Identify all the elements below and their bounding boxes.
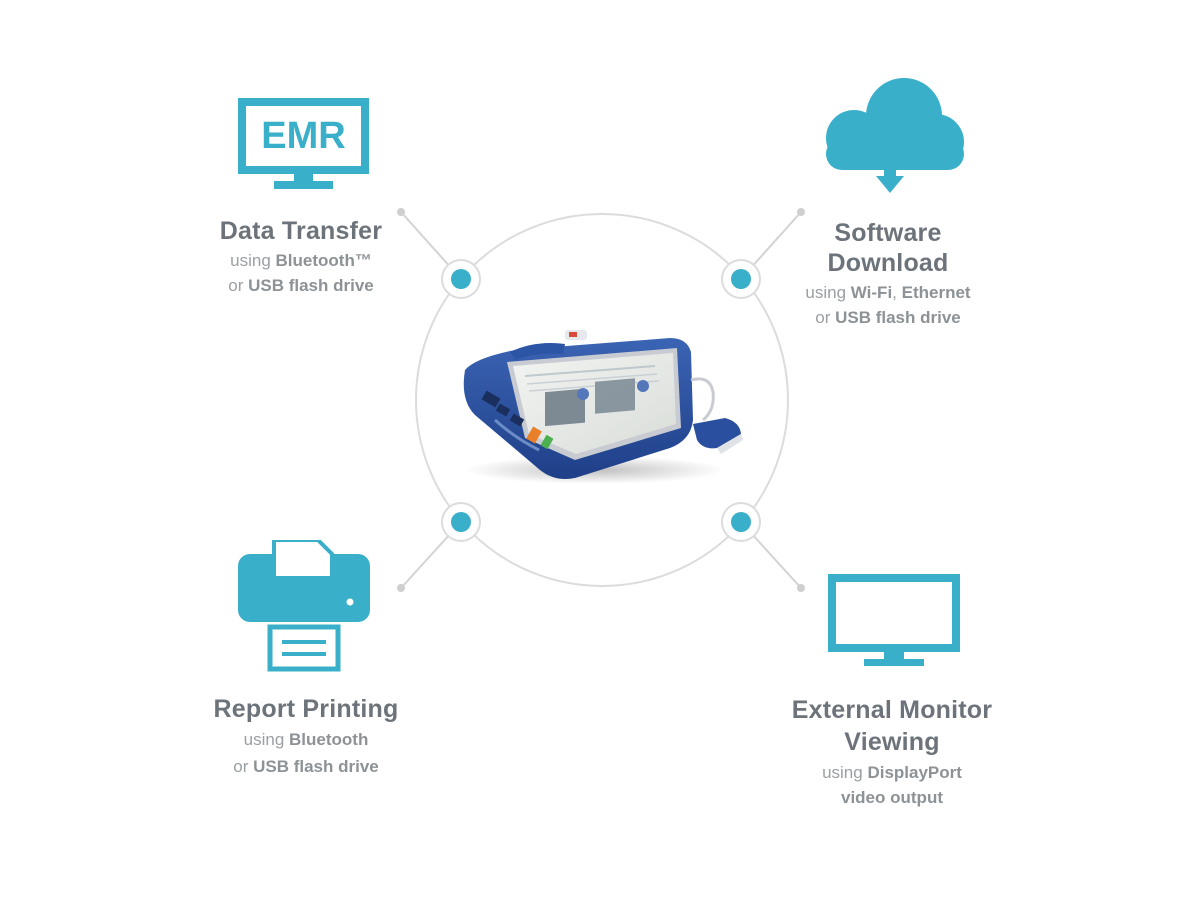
feature-title: Report Printing (213, 695, 399, 723)
feature-description: using Wi-Fi, Ethernet or USB flash drive (805, 283, 971, 327)
node-bottom-right (721, 502, 761, 542)
feature-description: using DisplayPort video output (822, 763, 962, 807)
feature-external-monitor: External Monitor Viewing using DisplayPo… (772, 694, 1012, 810)
feature-data-transfer: Data Transfer using Bluetooth™ or USB fl… (200, 216, 402, 298)
feature-description: using Bluetooth or USB flash drive (233, 730, 379, 776)
feature-report-printing: Report Printing using Bluetooth or USB f… (190, 694, 422, 780)
emr-monitor-icon: EMR (238, 98, 369, 189)
endpoint-dot-top-right (797, 208, 805, 216)
node-top-left (441, 259, 481, 299)
emr-icon-text: EMR (261, 115, 345, 157)
monitor-icon (828, 574, 960, 666)
ecg-device-image (463, 330, 743, 484)
printer-icon (238, 540, 370, 672)
cloud-download-icon (826, 78, 964, 193)
endpoint-dot-bottom-right (797, 584, 805, 592)
feature-title: Data Transfer (219, 217, 383, 245)
central-ring (415, 213, 789, 587)
endpoint-dot-bottom-left (397, 584, 405, 592)
node-top-right (721, 259, 761, 299)
feature-description: using Bluetooth™ or USB flash drive (228, 251, 374, 295)
endpoint-dot-top-left (397, 208, 405, 216)
feature-title: External Monitor Viewing (791, 696, 993, 756)
feature-title: Software Download (827, 219, 949, 277)
feature-software-download: Software Download using Wi-Fi, Ethernet … (772, 218, 1004, 330)
node-bottom-left (441, 502, 481, 542)
